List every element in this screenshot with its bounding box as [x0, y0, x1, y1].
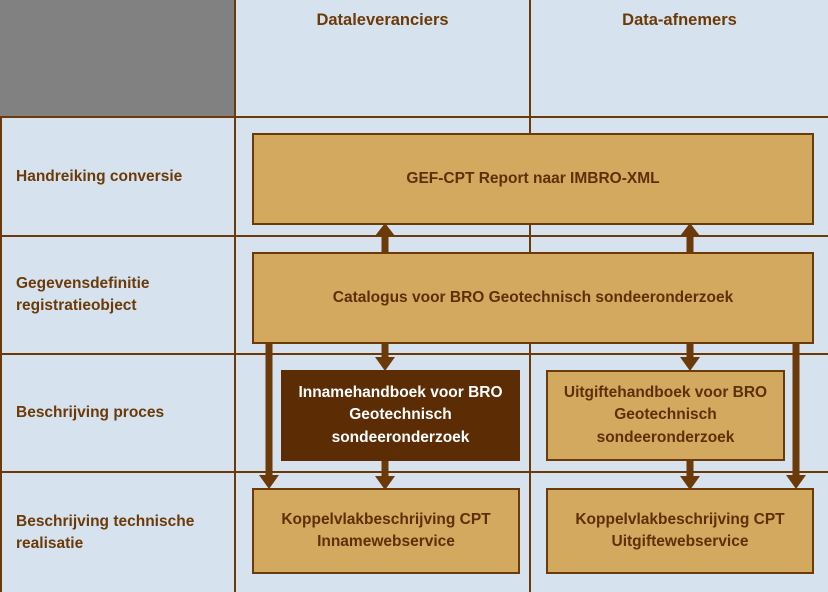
- row-label-text: Gegevensdefinitie registratieobject: [16, 275, 150, 314]
- box-label: Uitgiftehandboek voor BRO Geotechnisch s…: [563, 383, 768, 446]
- box-label: Koppelvlakbeschrijving CPT Uitgiftewebse…: [575, 510, 785, 550]
- row-label-gegevensdefinitie-registratieobject: Gegevensdefinitie registratieobject: [0, 237, 236, 355]
- row-label-beschrijving-technische-realisatie: Beschrijving technische realisatie: [0, 473, 236, 592]
- box-uitgiftehandboek[interactable]: Uitgiftehandboek voor BRO Geotechnisch s…: [546, 370, 785, 461]
- column-header-dataleveranciers: Dataleveranciers: [236, 0, 531, 118]
- row-label-beschrijving-proces: Beschrijving proces: [0, 355, 236, 473]
- box-innamehandboek[interactable]: Innamehandboek voor BRO Geotechnisch son…: [281, 370, 520, 461]
- column-header-label: Dataleveranciers: [316, 11, 449, 29]
- row-label-text: Beschrijving proces: [16, 404, 165, 421]
- box-label: Koppelvlakbeschrijving CPT Innamewebserv…: [281, 510, 491, 550]
- box-koppelvlak-inname[interactable]: Koppelvlakbeschrijving CPT Innamewebserv…: [252, 488, 520, 574]
- box-label: Catalogus voor BRO Geotechnisch sondeero…: [332, 288, 734, 306]
- box-label: Innamehandboek voor BRO Geotechnisch son…: [298, 383, 503, 446]
- arrow-catalogus-to-koppelvlak-uitgifte: [785, 336, 807, 490]
- arrow-catalogus-to-gefcpt-left: [374, 222, 396, 256]
- arrow-catalogus-to-uitgiftehandboek: [679, 336, 701, 372]
- corner-cell: [0, 0, 236, 118]
- row-label-text: Beschrijving technische realisatie: [16, 512, 195, 552]
- box-label: GEF-CPT Report naar IMBRO-XML: [406, 169, 660, 187]
- column-header-label: Data-afnemers: [622, 11, 737, 29]
- arrow-catalogus-to-koppelvlak-inname: [258, 336, 280, 490]
- box-catalogus-bro[interactable]: Catalogus voor BRO Geotechnisch sondeero…: [252, 252, 814, 344]
- box-koppelvlak-uitgifte[interactable]: Koppelvlakbeschrijving CPT Uitgiftewebse…: [546, 488, 814, 574]
- box-gef-cpt-report[interactable]: GEF-CPT Report naar IMBRO-XML: [252, 133, 814, 225]
- row-label-handreiking-conversie: Handreiking conversie: [0, 118, 236, 237]
- column-header-data-afnemers: Data-afnemers: [531, 0, 828, 118]
- arrow-catalogus-to-innamehandboek: [374, 336, 396, 372]
- arrow-catalogus-to-gefcpt-right: [679, 222, 701, 256]
- row-label-text: Handreiking conversie: [16, 167, 183, 185]
- arrow-uitgiftehandboek-to-koppelvlak-uitgifte: [679, 455, 701, 491]
- arrow-innamehandboek-to-koppelvlak-inname: [374, 455, 396, 491]
